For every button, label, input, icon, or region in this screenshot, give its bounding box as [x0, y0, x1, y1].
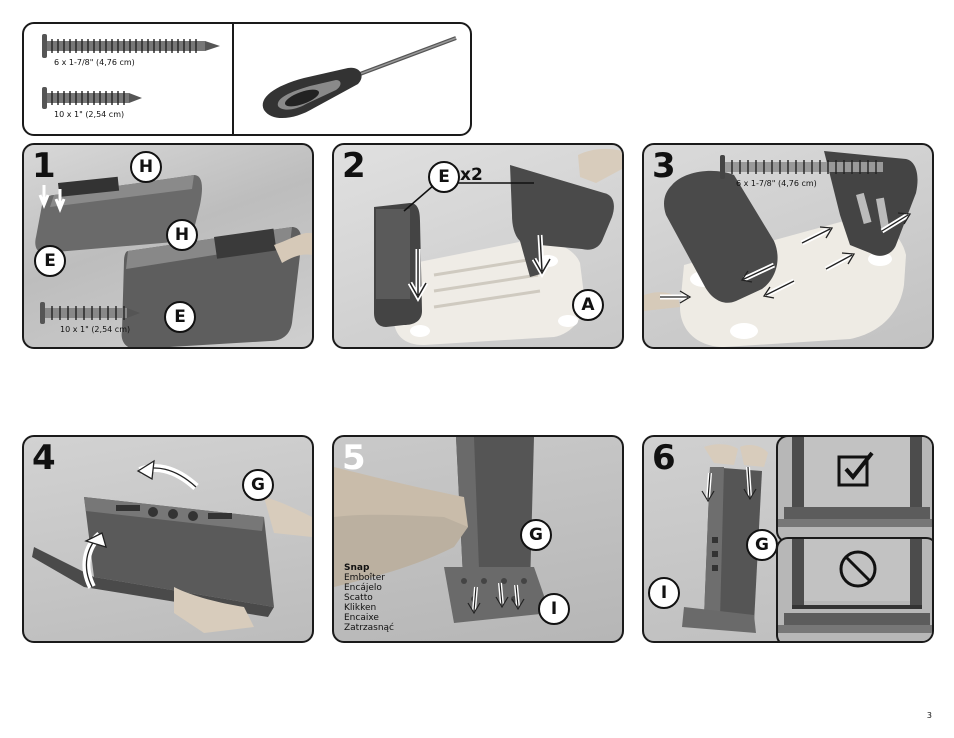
screwdriver-icon	[262, 36, 457, 119]
step-5-illustration	[334, 437, 550, 623]
step-5-callout-g: G	[520, 519, 552, 551]
correct-example-inset	[776, 437, 932, 543]
step-2-quantity: x2	[460, 165, 483, 185]
step-2-callout-e: E	[428, 161, 460, 193]
step-3-number: 3	[652, 146, 676, 186]
step-6-illustration	[682, 444, 768, 633]
step-6-number: 6	[652, 438, 676, 478]
page-number: 3	[926, 711, 932, 720]
step-1-callout-h-top: H	[130, 151, 162, 183]
step-4-number: 4	[32, 438, 56, 478]
snap-word-fr: Emboîter	[344, 573, 385, 583]
snap-word-list: Snap Emboîter Encájelo Scatto Klikken En…	[344, 563, 394, 633]
step-4-illustration	[32, 459, 312, 633]
checkbox-checked-icon	[837, 451, 874, 487]
step-5-number: 5	[342, 438, 366, 478]
short-screw-label: 10 x 1" (2,54 cm)	[54, 110, 125, 119]
prohibited-icon	[839, 550, 877, 588]
short-screw-icon	[42, 87, 142, 109]
step-3-arrows	[660, 212, 912, 304]
long-screw-label: 6 x 1-7/8" (4,76 cm)	[54, 58, 135, 67]
short-screw-icon	[40, 302, 140, 324]
hardware-divider	[232, 24, 234, 134]
long-screw-icon	[720, 155, 898, 179]
step-1-screw-label: 10 x 1" (2,54 cm)	[60, 325, 131, 334]
step-1-callout-h-mid: H	[166, 219, 198, 251]
step-3-panel: 6 x 1-7/8" (4,76 cm) 3	[642, 143, 934, 349]
snap-word-nl: Klikken	[344, 603, 377, 613]
step-1-illustration	[35, 175, 312, 347]
snap-word-pt: Encaixe	[344, 613, 379, 623]
step-5-callout-i: I	[538, 593, 570, 625]
step-1-callout-e-bottom: E	[164, 301, 196, 333]
long-screw-icon	[42, 34, 220, 58]
snap-word-pl: Zatrzasnąć	[344, 623, 395, 633]
incorrect-example-inset	[776, 537, 932, 641]
step-2-panel: 2 E x2 A	[332, 143, 624, 349]
snap-word-en: Snap	[344, 563, 370, 573]
step-6-panel: 6 G I	[642, 435, 934, 643]
snap-word-es: Encájelo	[344, 583, 382, 593]
step-1-panel: 1 H H E E 10 x 1" (2,54 cm)	[22, 143, 314, 349]
step-2-illustration	[374, 148, 622, 345]
step-2-callout-a: A	[572, 289, 604, 321]
hardware-box: 6 x 1-7/8" (4,76 cm) 10 x 1" (2,54 cm)	[22, 22, 472, 136]
step-4-callout-g: G	[242, 469, 274, 501]
step-6-callout-g: G	[746, 529, 778, 561]
step-4-panel: 4 G	[22, 435, 314, 643]
step-6-callout-i: I	[648, 577, 680, 609]
step-5-panel: 5 G I Snap Emboîter Encájelo Scatto Klik…	[332, 435, 624, 643]
step-2-number: 2	[342, 146, 366, 186]
snap-word-it: Scatto	[344, 593, 373, 603]
step-3-screw-label: 6 x 1-7/8" (4,76 cm)	[736, 179, 817, 188]
step-1-number: 1	[32, 146, 56, 186]
step-1-callout-e-left: E	[34, 245, 66, 277]
